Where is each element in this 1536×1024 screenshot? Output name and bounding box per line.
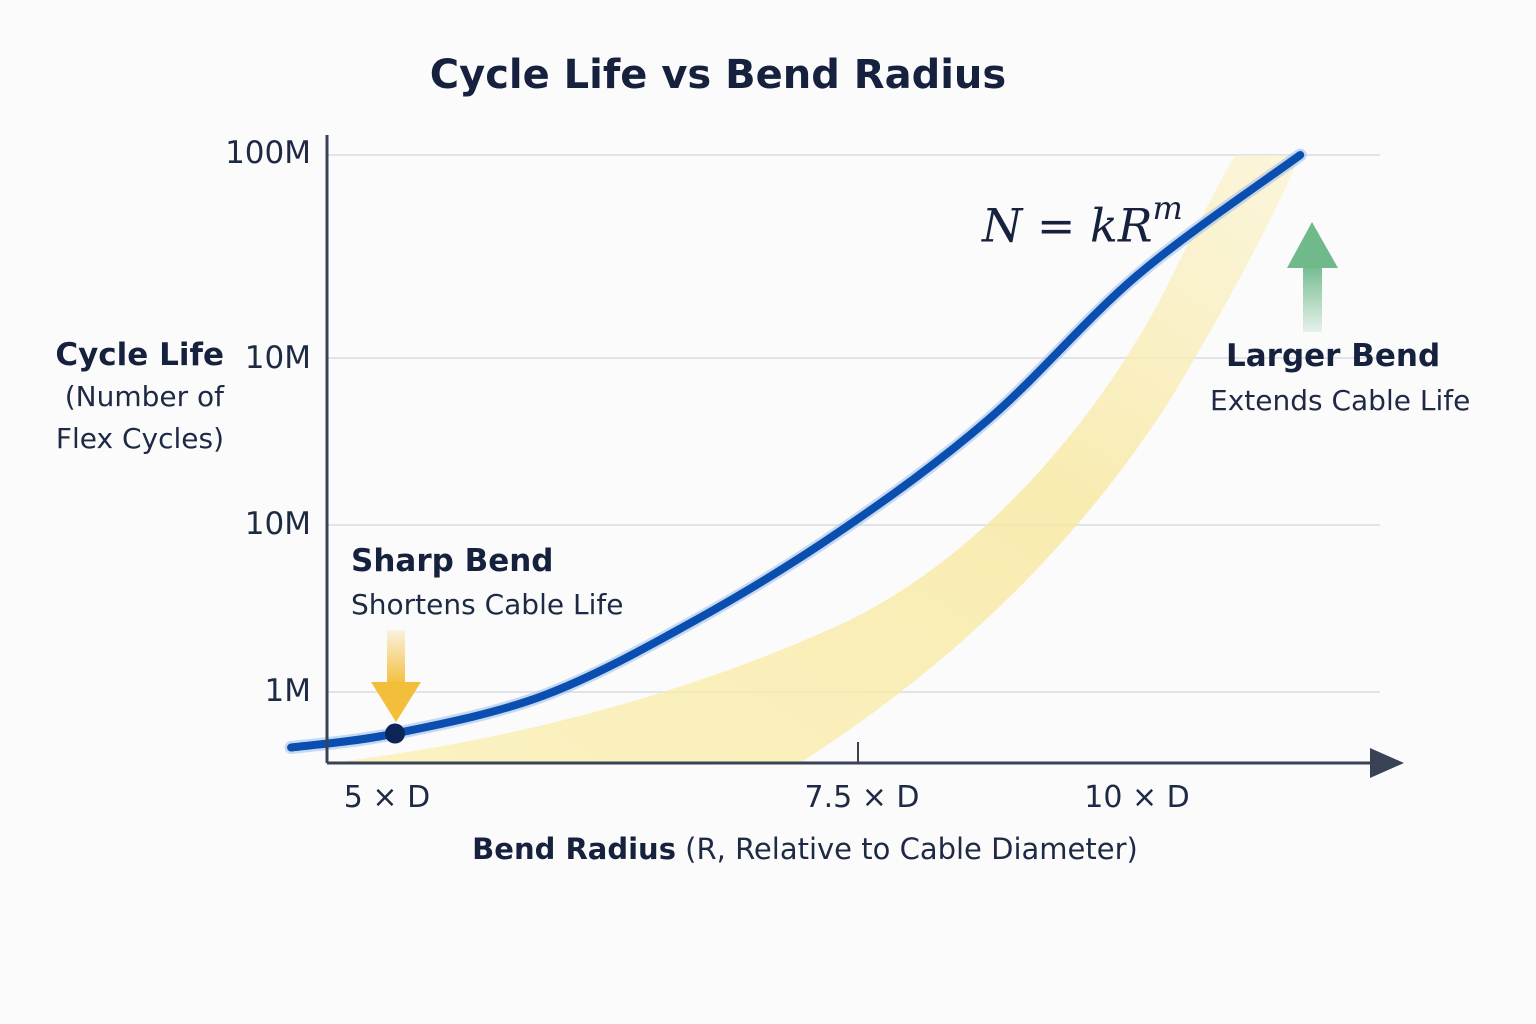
x-axis-label-main: Bend Radius	[472, 832, 676, 866]
series-curve	[287, 151, 1305, 752]
formula-label: N = kRm	[982, 189, 1183, 253]
y-tick-label: 10M	[244, 506, 311, 542]
uncertainty-band	[330, 155, 1300, 763]
arrow-up-head	[1287, 222, 1338, 268]
y-axis-label-sub-1: (Number of	[64, 380, 224, 413]
sharp-bend-subtitle: Shortens Cable Life	[351, 588, 624, 621]
y-tick-label: 100M	[225, 135, 311, 171]
formula-exponent: m	[1152, 189, 1183, 227]
y-axis-label-main: Cycle Life	[55, 337, 224, 373]
y-axis-label-sub-2: Flex Cycles)	[55, 422, 224, 455]
sharp-bend-point	[385, 723, 405, 744]
x-axis-label-rest: (R, Relative to Cable Diameter)	[675, 832, 1138, 866]
chart-title: Cycle Life vs Bend Radius	[429, 52, 1007, 98]
x-tick-label: 5 × D	[343, 780, 431, 815]
arrow-down-shaft	[387, 630, 405, 685]
sharp-bend-title: Sharp Bend	[351, 543, 554, 579]
x-tick-label: 7.5 × D	[804, 780, 920, 815]
arrow-down-head	[371, 682, 421, 722]
y-axis-label: Cycle Life (Number of Flex Cycles)	[30, 334, 250, 460]
formula-base: N = kR	[982, 198, 1153, 253]
larger-bend-subtitle: Extends Cable Life	[1210, 384, 1471, 417]
axes	[325, 135, 1404, 778]
larger-bend-title: Larger Bend	[1226, 338, 1441, 374]
arrow-down-icon	[371, 630, 421, 722]
x-tick-label: 10 × D	[1084, 780, 1190, 815]
y-tick-label: 1M	[264, 673, 311, 709]
arrow-up-shaft	[1303, 262, 1322, 332]
arrow-up-icon	[1287, 222, 1338, 332]
x-axis-arrowhead	[1370, 748, 1404, 778]
x-axis-label: Bend Radius (R, Relative to Cable Diamet…	[0, 832, 1536, 866]
y-tick-label: 10M	[244, 340, 311, 376]
